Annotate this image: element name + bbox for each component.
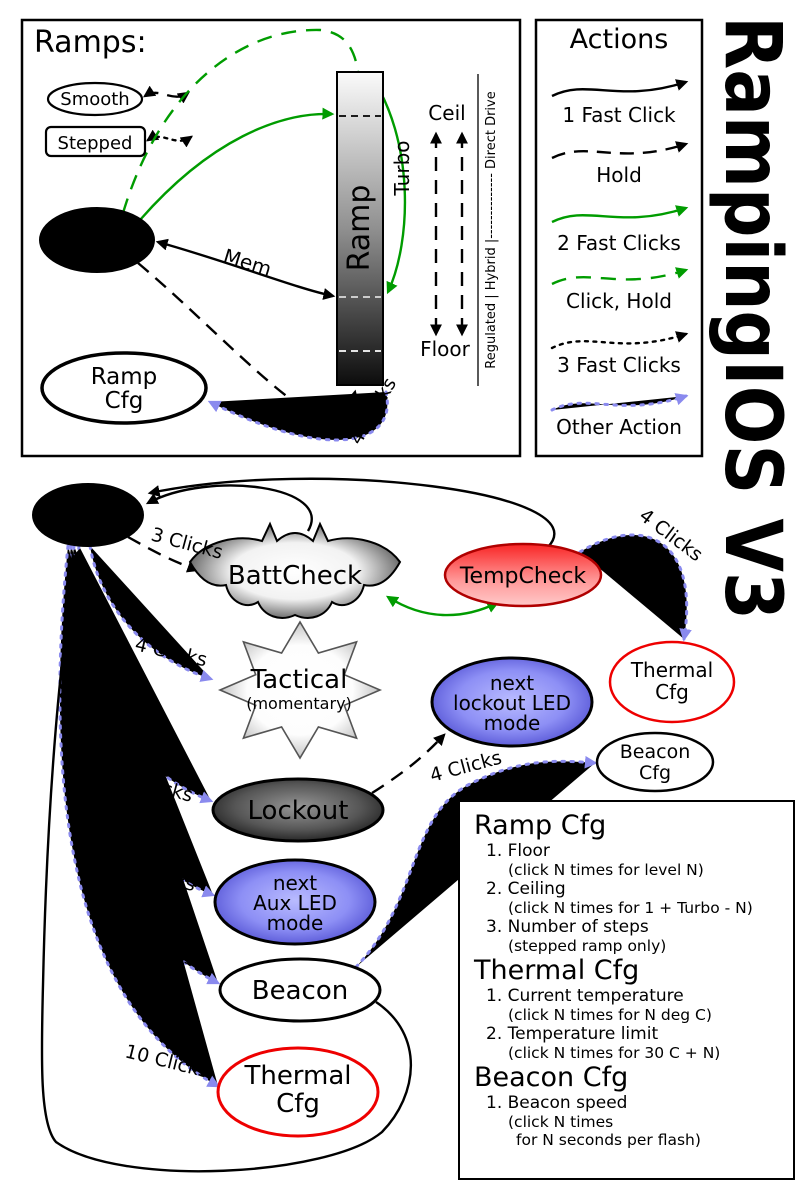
node-smooth bbox=[46, 81, 144, 117]
turbo-label: Turbo bbox=[390, 140, 414, 196]
node-beacon bbox=[218, 957, 382, 1023]
node-tactical bbox=[217, 620, 383, 760]
ceil-label: Ceil bbox=[428, 101, 465, 125]
config-item-sub: (click N times for 1 + Turbo - N) bbox=[508, 899, 753, 917]
legend-arrow-1fastclick bbox=[551, 79, 689, 98]
label-3clicks: 3 Clicks bbox=[149, 524, 226, 564]
legend-label-clickhold: Click, Hold bbox=[566, 289, 672, 313]
legend-arrow-hold bbox=[551, 141, 689, 160]
config-item: 1. Floor bbox=[486, 841, 550, 861]
off-label-main: OFF bbox=[58, 500, 118, 531]
arrow-stepped-toggle bbox=[146, 129, 193, 148]
config-item: 2. Ceiling bbox=[486, 879, 566, 899]
thermal-cfg-right-line2: Cfg bbox=[655, 680, 689, 704]
arrow-turbo-toggle bbox=[369, 74, 407, 295]
node-lockout bbox=[211, 777, 385, 843]
ramp-cfg-line1: Ramp bbox=[91, 364, 158, 390]
beacon-label: Beacon bbox=[252, 976, 348, 1006]
arrow-battcheck-tempcheck-toggle bbox=[385, 595, 500, 617]
legend-arrow-2fastclicks bbox=[551, 205, 689, 224]
ramps-box bbox=[20, 18, 522, 458]
floor-label: Floor bbox=[420, 337, 471, 361]
arrow-clickhold-off-to-ramp-top bbox=[121, 28, 366, 214]
ramp-bar bbox=[336, 71, 384, 386]
mem-label: Mem bbox=[221, 244, 275, 281]
arrow-4clicks-off-to-tactical bbox=[88, 544, 214, 682]
config-item: 1. Beacon speed bbox=[486, 1093, 628, 1113]
legend-arrow-clickhold bbox=[551, 267, 689, 286]
arrow-4clicks-ramp-to-rampcfg bbox=[207, 390, 389, 442]
legend-label-1fastclick: 1 Fast Click bbox=[562, 103, 676, 127]
ramp-bar-label: Ramp bbox=[342, 185, 377, 272]
thermal-cfg-right-line1: Thermal bbox=[630, 658, 713, 682]
node-off-main bbox=[32, 483, 144, 547]
arrow-smooth-toggle bbox=[143, 85, 190, 104]
ramps-box-title: Ramps: bbox=[34, 25, 147, 60]
node-ramp-cfg bbox=[40, 351, 208, 425]
config-item: 3. Number of steps bbox=[486, 917, 649, 937]
legend-label-3fastclicks: 3 Fast Clicks bbox=[557, 353, 681, 377]
node-thermal-cfg-right bbox=[608, 640, 736, 724]
arrow-mem-off-to-ramp bbox=[155, 238, 336, 300]
config-item: 2. Temperature limit bbox=[486, 1024, 659, 1044]
beacon-cfg-line2: Cfg bbox=[639, 762, 671, 784]
tempcheck-label: TempCheck bbox=[459, 564, 587, 589]
config-box: Ramp Cfg 1. Floor (click N times for lev… bbox=[458, 800, 795, 1180]
tactical-line1: Tactical bbox=[250, 665, 348, 695]
beacon-cfg-line1: Beacon bbox=[620, 741, 690, 763]
actions-title: Actions bbox=[570, 24, 669, 55]
next-aux-line3: mode bbox=[267, 911, 324, 935]
next-lockout-line1: next bbox=[490, 671, 534, 695]
next-lockout-line3: mode bbox=[484, 711, 541, 735]
next-aux-line1: next bbox=[273, 871, 317, 895]
arrow-2clicks-off-to-ceil bbox=[139, 107, 335, 221]
thermal-cfg-bottom-line1: Thermal bbox=[243, 1061, 351, 1091]
node-beacon-cfg bbox=[595, 731, 715, 793]
config-item-sub: (stepped ramp only) bbox=[508, 937, 667, 955]
arrow-hold-lockout-to-lockoutled bbox=[371, 733, 446, 795]
arrow-4clicks-tempcheck-to-thermalcfg bbox=[578, 533, 692, 642]
drive-modes-label: Regulated | Hybrid |-------------- Direc… bbox=[484, 91, 499, 368]
legend-label-hold: Hold bbox=[596, 163, 642, 187]
node-thermal-cfg-bottom bbox=[216, 1046, 380, 1138]
arrow-10clicks-off-to-thermalcfg bbox=[58, 544, 221, 1088]
arrow-3clicks-off-to-battcheck bbox=[127, 535, 200, 573]
config-item-sub: (click N times for level N) bbox=[508, 861, 704, 879]
ramp-cfg-line2: Cfg bbox=[105, 388, 144, 414]
battcheck-label: BattCheck bbox=[228, 561, 362, 591]
node-next-lockout-led bbox=[430, 656, 594, 748]
next-aux-line2: Aux LED bbox=[253, 891, 337, 915]
arrow-tempcheck-to-off bbox=[147, 477, 556, 548]
legend-arrow-otheraction bbox=[550, 393, 689, 412]
tactical-line2: (momentary) bbox=[246, 694, 352, 713]
thermal-cfg-bottom-line2: Cfg bbox=[276, 1089, 320, 1119]
stepped-label: Stepped bbox=[58, 133, 133, 154]
legend-arrow-3fastclicks bbox=[550, 331, 689, 350]
config-item-sub: (click N times bbox=[508, 1113, 614, 1131]
config-title-thermal: Thermal Cfg bbox=[474, 955, 640, 986]
node-next-aux-led bbox=[213, 858, 377, 946]
config-title-ramp: Ramp Cfg bbox=[474, 810, 607, 841]
legend-label-otheraction: Other Action bbox=[556, 415, 682, 439]
off-label-ramps: OFF bbox=[67, 226, 127, 257]
config-title-beacon: Beacon Cfg bbox=[474, 1062, 629, 1093]
config-item-sub: for N seconds per flash) bbox=[516, 1131, 701, 1149]
lockout-label: Lockout bbox=[248, 796, 349, 826]
config-item-sub: (click N times for N deg C) bbox=[508, 1006, 712, 1024]
app-title: RampingIOS V3 bbox=[707, 16, 797, 620]
config-item: 1. Current temperature bbox=[486, 986, 684, 1006]
smooth-label: Smooth bbox=[60, 89, 129, 110]
config-item-sub: (click N times for 30 C + N) bbox=[508, 1044, 721, 1062]
node-stepped bbox=[44, 125, 147, 158]
node-tempcheck bbox=[443, 542, 603, 608]
next-lockout-line2: lockout LED bbox=[453, 691, 571, 715]
actions-box bbox=[534, 18, 704, 458]
legend-label-2fastclicks: 2 Fast Clicks bbox=[557, 231, 681, 255]
arrow-return-to-off bbox=[40, 548, 413, 1173]
arrow-battcheck-to-off bbox=[145, 484, 313, 532]
node-battcheck bbox=[188, 521, 402, 619]
node-off-ramps bbox=[39, 207, 155, 273]
